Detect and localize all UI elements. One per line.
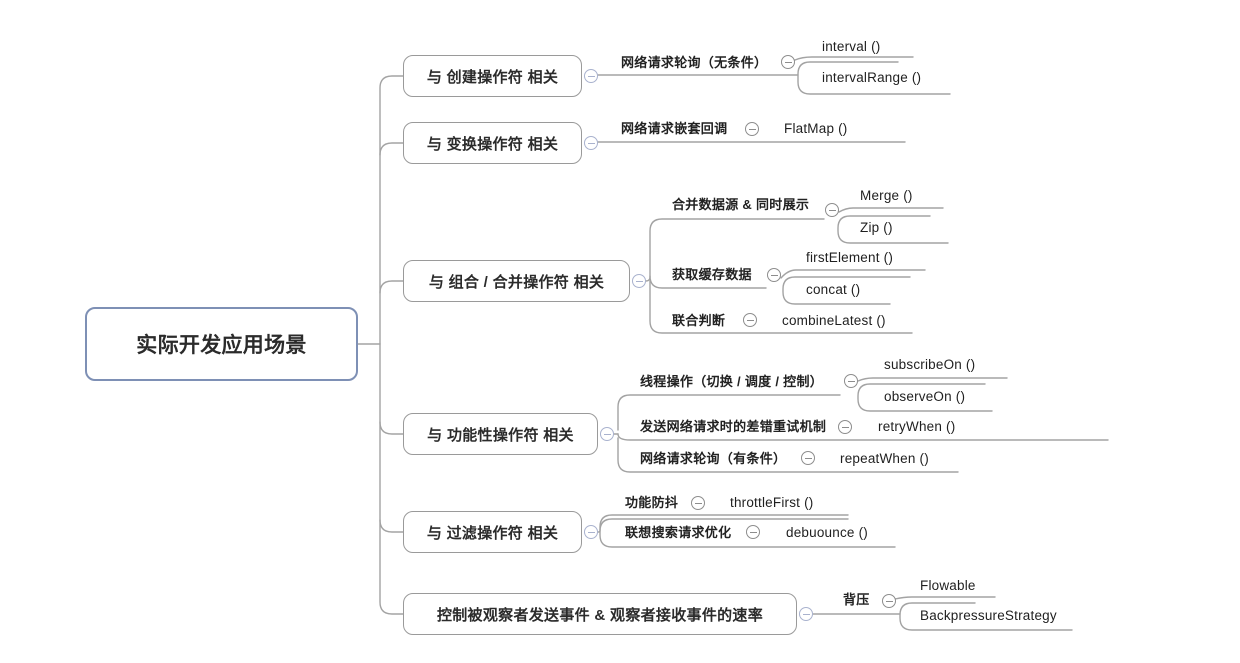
node-combine-latest[interactable]: combineLatest () [782,313,886,328]
collapse-icon[interactable] [746,525,760,539]
node-concat[interactable]: concat () [806,282,861,297]
collapse-icon[interactable] [632,274,646,288]
collapse-icon[interactable] [743,313,757,327]
collapse-icon[interactable] [801,451,815,465]
connector-elbow [379,280,404,294]
collapse-icon[interactable] [584,136,598,150]
collapse-icon[interactable] [838,420,852,434]
connector-line [794,56,914,61]
connector-elbow [379,142,404,156]
collapse-icon[interactable] [781,55,795,69]
node-thread-operations[interactable]: 线程操作（切换 / 调度 / 控制） [640,374,824,389]
node-transform-operators[interactable]: 与 变换操作符 相关 [403,122,582,164]
node-flatmap[interactable]: FlatMap () [784,121,848,136]
connector-line [780,269,926,279]
collapse-icon[interactable] [799,607,813,621]
node-nested-network-callback[interactable]: 网络请求嵌套回调 [621,121,728,136]
node-network-error-retry[interactable]: 发送网络请求时的差错重试机制 [640,419,827,434]
connector-line [857,377,1008,382]
collapse-icon[interactable] [584,525,598,539]
node-interval[interactable]: interval () [822,39,881,54]
collapse-icon[interactable] [882,594,896,608]
node-create-operators[interactable]: 与 创建操作符 相关 [403,55,582,97]
node-repeat-when[interactable]: repeatWhen () [840,451,929,466]
node-backpressure-rate[interactable]: 控制被观察者发送事件 & 观察者接收事件的速率 [403,593,797,635]
node-search-suggestion-optimize[interactable]: 联想搜索请求优化 [625,525,732,540]
connector-trunk-top [379,75,404,345]
connector-line [838,207,944,213]
node-filter-operators[interactable]: 与 过滤操作符 相关 [403,511,582,553]
collapse-icon[interactable] [600,427,614,441]
node-merge-datasource-display[interactable]: 合并数据源 & 同时展示 [672,197,810,212]
node-functional-operators[interactable]: 与 功能性操作符 相关 [403,413,598,455]
node-subscribe-on[interactable]: subscribeOn () [884,357,976,372]
node-debounce-feature[interactable]: 功能防抖 [625,495,679,510]
node-backpressure[interactable]: 背压 [843,592,870,607]
node-throttle-first[interactable]: throttleFirst () [730,495,814,510]
collapse-icon[interactable] [767,268,781,282]
collapse-icon[interactable] [825,203,839,217]
connector-bracket [837,215,949,244]
node-merge[interactable]: Merge () [860,188,913,203]
node-joint-judgement[interactable]: 联合判断 [672,313,726,328]
node-retry-when[interactable]: retryWhen () [878,419,956,434]
node-flowable[interactable]: Flowable [920,578,976,593]
node-debounce[interactable]: debuounce () [786,525,868,540]
connector-line [894,596,996,600]
node-network-polling-conditional[interactable]: 网络请求轮询（有条件） [640,451,787,466]
node-get-cached-data[interactable]: 获取缓存数据 [672,267,752,282]
collapse-icon[interactable] [844,374,858,388]
node-observe-on[interactable]: observeOn () [884,389,966,404]
connector-elbow [379,421,404,435]
node-combine-merge-operators[interactable]: 与 组合 / 合并操作符 相关 [403,260,630,302]
node-backpressure-strategy[interactable]: BackpressureStrategy [920,608,1057,623]
connector-elbow [379,519,404,533]
collapse-icon[interactable] [745,122,759,136]
node-network-polling-unconditional[interactable]: 网络请求轮询（无条件） [621,55,768,70]
node-root[interactable]: 实际开发应用场景 [85,307,358,381]
collapse-icon[interactable] [584,69,598,83]
node-interval-range[interactable]: intervalRange () [822,70,922,85]
node-zip[interactable]: Zip () [860,220,893,235]
connector-trunk-bottom [379,343,404,615]
node-first-element[interactable]: firstElement () [806,250,894,265]
collapse-icon[interactable] [691,496,705,510]
